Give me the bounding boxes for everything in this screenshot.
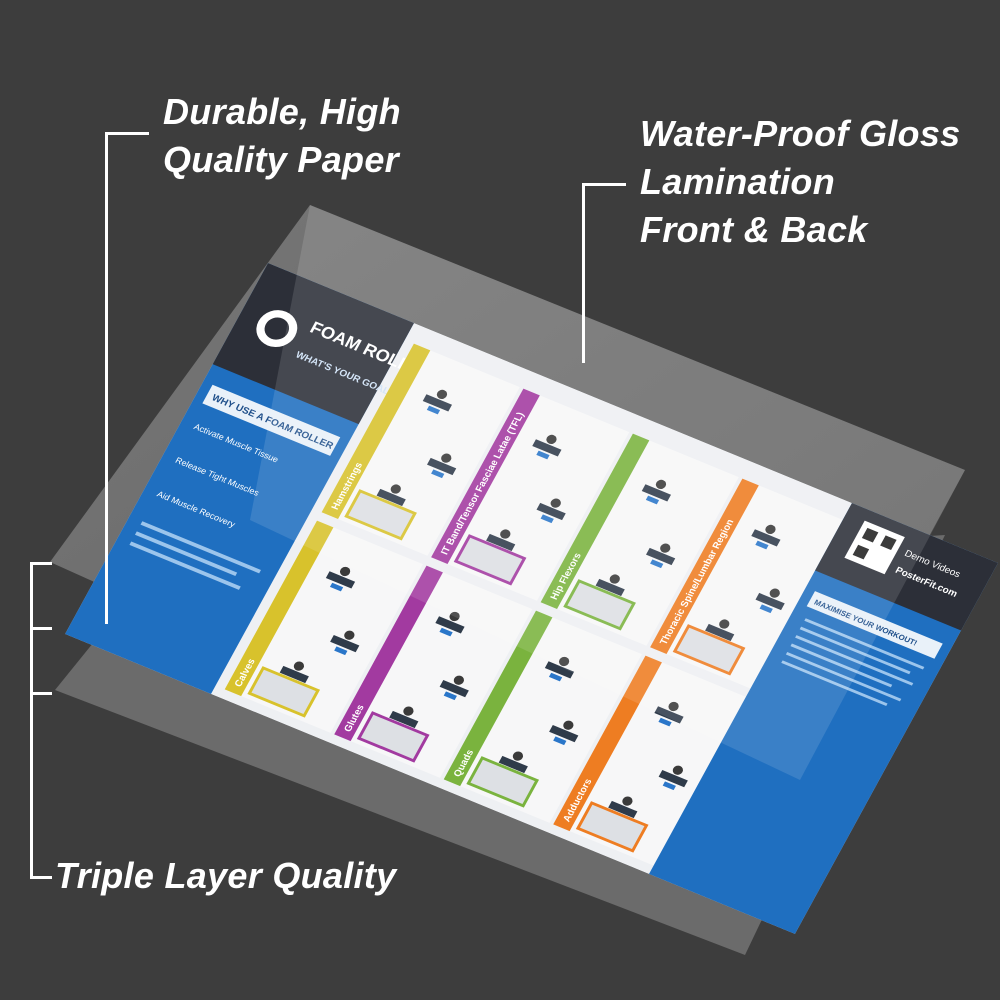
exercise-figure-icon: [672, 765, 683, 775]
exercise-figure-icon: [449, 611, 460, 622]
exercise-figure-icon: [453, 675, 464, 685]
paper-quality-callout: Durable, High Quality Paper: [163, 88, 401, 184]
exercise-figure-icon: [609, 574, 620, 584]
exercise-figure-icon: [512, 751, 524, 761]
lamination-callout-line-2: Lamination: [640, 161, 836, 202]
lamination-callout-line-3: Front & Back: [640, 209, 868, 250]
layer-bracket-tick-2: [30, 627, 52, 630]
triple-layer-callout: Triple Layer Quality: [55, 852, 396, 900]
exercise-figure-icon: [293, 661, 305, 671]
layer-bracket-tick-4: [30, 876, 52, 879]
lamination-callout-line-1: Water-Proof Gloss: [640, 113, 961, 154]
muscle-diagram: [344, 489, 417, 541]
paper-callout-line-1: Durable, High: [163, 91, 401, 132]
exercise-figure-icon: [563, 720, 574, 730]
layer-bracket-line-v: [30, 562, 33, 878]
muscle-diagram: [356, 711, 430, 763]
layer-bracket-tick-1: [30, 562, 52, 565]
triple-layer-label: Triple Layer Quality: [55, 855, 397, 896]
paper-callout-line-h: [105, 132, 149, 135]
muscle-diagram: [672, 624, 746, 676]
qr-code-icon: [844, 520, 905, 575]
exercise-panel: Hamstrings: [321, 343, 520, 556]
lamination-callout-line-h: [582, 183, 626, 186]
muscle-diagram: [563, 579, 636, 631]
exercise-figure-icon: [622, 796, 633, 806]
exercise-figure-icon: [719, 619, 730, 629]
exercise-panel: Adductors: [553, 655, 752, 868]
exercise-figure-icon: [546, 434, 557, 445]
exercise-panel: Glutes: [334, 565, 533, 778]
exercise-figure-icon: [765, 524, 776, 535]
exercise-panel: Calves: [224, 520, 423, 733]
exercise-figure-icon: [441, 453, 452, 463]
paper-callout-line-2: Quality Paper: [163, 139, 399, 180]
exercise-figure-icon: [655, 479, 667, 490]
paper-callout-line-v: [105, 132, 108, 624]
lamination-callout: Water-Proof Gloss Lamination Front & Bac…: [640, 110, 961, 254]
muscle-diagram: [466, 756, 540, 808]
muscle-diagram: [247, 666, 321, 718]
exercise-figure-icon: [344, 630, 355, 640]
muscle-diagram: [453, 534, 527, 586]
exercise-figure-icon: [500, 529, 511, 539]
exercise-figure-icon: [436, 389, 448, 400]
exercise-figure-icon: [550, 498, 561, 508]
muscle-diagram: [575, 801, 649, 853]
exercise-panel: Thoracic Spine/Lumbar Region: [650, 478, 849, 691]
exercise-figure-icon: [668, 701, 679, 712]
exercise-figure-icon: [339, 566, 351, 577]
exercise-figure-icon: [660, 543, 671, 553]
exercise-figure-icon: [769, 588, 780, 598]
exercise-figure-icon: [403, 706, 414, 716]
poster-sheet: FOAM ROLLER WHAT'S YOUR GOAL? WHY USE A …: [64, 263, 999, 935]
exercise-figure-icon: [558, 656, 570, 667]
exercise-figure-icon: [390, 484, 401, 494]
lamination-callout-line-v: [582, 183, 585, 363]
exercise-panel: IT Band/Tensor Fasciae Latae (TFL): [431, 388, 630, 601]
layer-bracket-tick-3: [30, 692, 52, 695]
